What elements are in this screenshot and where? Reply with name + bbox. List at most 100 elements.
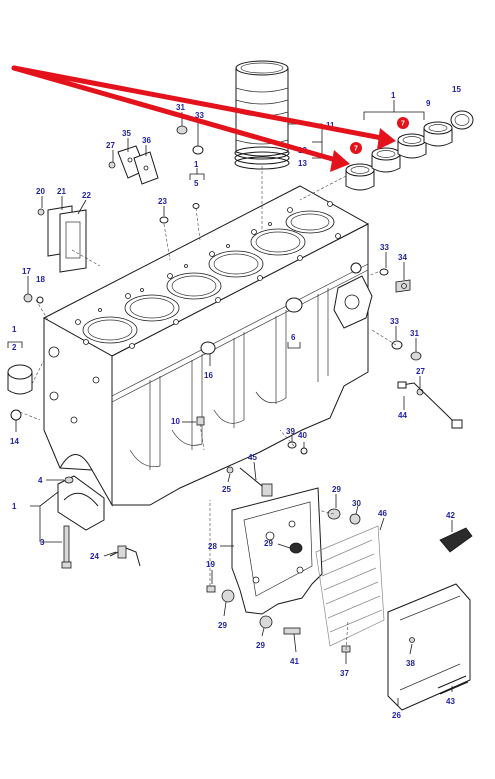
callout-11: 11 [326, 121, 335, 130]
cover-21-gasket-22 [37, 205, 87, 273]
seal-ring-15 [450, 110, 474, 130]
callout-21: 21 [57, 187, 66, 196]
callout-40: 40 [298, 431, 307, 440]
plug-23 [159, 216, 169, 224]
callout-labels: 1 9 15 11 1 2 1 3 31 33 35 36 27 1 5 20 21… [10, 85, 461, 720]
callout-43: 43 [446, 697, 455, 706]
plug-29-c [221, 589, 235, 603]
badge-left: 7 [350, 142, 362, 154]
callout-22: 22 [82, 191, 91, 200]
callout-45: 45 [248, 453, 257, 462]
callout-leaders [7, 100, 453, 706]
callout-35: 35 [122, 129, 131, 138]
callout-14: 14 [10, 437, 19, 446]
pin-5 [192, 203, 200, 209]
callout-42: 42 [446, 511, 455, 520]
bushing-1 [345, 163, 375, 191]
shield-26 [387, 583, 471, 711]
sensor-34 [395, 279, 411, 293]
callout-24: 24 [90, 552, 99, 561]
callout-29-a: 29 [332, 485, 341, 494]
callout-46: 46 [378, 509, 387, 518]
bushing-3 [397, 133, 427, 159]
callout-33-right: 33 [380, 243, 389, 252]
plug-14 [10, 409, 22, 421]
bolt-41 [283, 627, 301, 635]
badge-right: 7 [397, 117, 409, 129]
bolt-25 [226, 466, 234, 474]
cover-42 [439, 527, 473, 553]
washer-33-right [379, 268, 389, 276]
callout-19: 19 [206, 560, 215, 569]
bolt-27-r2 [416, 388, 424, 396]
cylinder-bores [82, 210, 335, 344]
svg-text:7: 7 [354, 146, 358, 153]
callout-30: 30 [352, 499, 361, 508]
cover-plate-35-36 [117, 145, 159, 185]
callout-44: 44 [398, 411, 407, 420]
callout-29-c: 29 [218, 621, 227, 630]
callout-25: 25 [222, 485, 231, 494]
bushing-4 [423, 121, 453, 147]
callout-10: 10 [171, 417, 180, 426]
plug-31-r2 [410, 351, 422, 361]
callout-2: 2 [12, 343, 17, 352]
callout-26: 26 [392, 711, 401, 720]
svg-text:7: 7 [401, 121, 405, 128]
deck-bolt-holes [75, 201, 341, 349]
callout-27-top: 27 [106, 141, 115, 150]
washer-33-top [192, 145, 204, 155]
callout-36: 36 [142, 136, 151, 145]
callout-1-top: 1 [391, 91, 396, 100]
callout-5: 5 [194, 179, 199, 188]
highlight-arrows [11, 65, 396, 172]
bolt-27-top [108, 161, 116, 169]
plug-29-d [259, 615, 273, 629]
oil-jet-24 [109, 545, 141, 567]
washer-33-r2 [391, 340, 403, 350]
plug-29-b [289, 542, 303, 554]
callout-6: 6 [291, 333, 296, 342]
callout-17: 17 [22, 267, 31, 276]
jet-45 [239, 467, 273, 497]
cylinder-liner [235, 60, 289, 157]
block-side-ribs [111, 263, 369, 470]
bearing-cap-4 [57, 475, 105, 531]
callout-34: 34 [398, 253, 407, 262]
wiring-44 [397, 381, 463, 429]
callout-20: 20 [36, 187, 45, 196]
plug-2 [7, 364, 33, 395]
callout-18: 18 [36, 275, 45, 284]
callout-15: 15 [452, 85, 461, 94]
bolt-3 [61, 525, 72, 569]
oil-cooler-46 [315, 525, 385, 647]
callout-33-top: 33 [195, 111, 204, 120]
callout-3: 3 [40, 538, 45, 547]
callout-1-left: 1 [12, 325, 17, 334]
plug-31-top [176, 125, 188, 135]
callout-28: 28 [208, 542, 217, 551]
core-plug-6 [285, 297, 303, 313]
camshaft-bushings [345, 110, 474, 191]
callout-1-mid: 1 [194, 160, 199, 169]
liner-o-rings [234, 146, 290, 170]
callout-37: 37 [340, 669, 349, 678]
plug-17-18 [23, 293, 44, 304]
pin-19 [206, 585, 216, 593]
callout-33-r2: 33 [390, 317, 399, 326]
callout-9: 9 [426, 99, 431, 108]
engine-block [42, 185, 373, 507]
callout-1-bottom: 1 [12, 502, 17, 511]
callout-29-b: 29 [264, 539, 273, 548]
gasket-43 [437, 675, 469, 695]
callout-39: 39 [286, 427, 295, 436]
core-plug-16 [200, 341, 216, 355]
callout-23: 23 [158, 197, 167, 206]
assembly-guides [19, 166, 397, 651]
highlight-badges: 7 7 [350, 117, 409, 154]
callout-31-r2: 31 [410, 329, 419, 338]
callout-16: 16 [204, 371, 213, 380]
front-cover-28 [231, 487, 323, 615]
